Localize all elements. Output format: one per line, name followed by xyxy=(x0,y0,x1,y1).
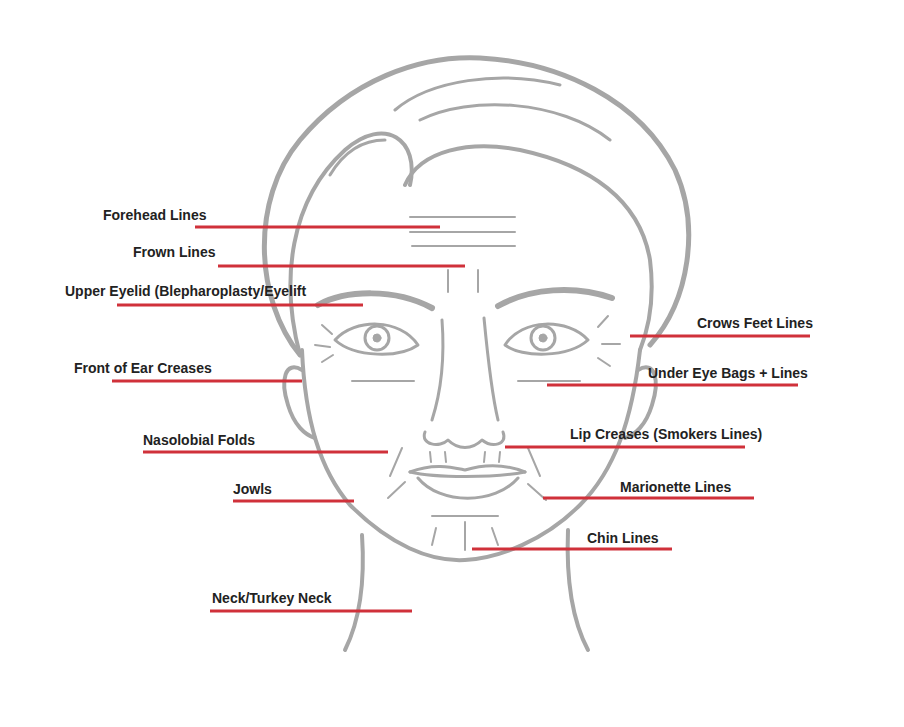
leader-line xyxy=(505,446,745,449)
leader-line xyxy=(472,548,672,551)
eye xyxy=(505,324,588,354)
region-label: Marionette Lines xyxy=(620,478,731,496)
neck-line xyxy=(345,535,363,650)
leader-line xyxy=(547,384,798,387)
nostril xyxy=(424,432,504,448)
hair-strand xyxy=(395,78,560,110)
region-label: Neck/Turkey Neck xyxy=(212,589,332,607)
leader-line xyxy=(630,335,810,338)
region-label: Jowls xyxy=(233,480,272,498)
pupil xyxy=(373,334,381,342)
region-label: Forehead Lines xyxy=(103,206,206,224)
region-label: Under Eye Bags + Lines xyxy=(648,364,808,382)
hair-strand xyxy=(330,140,385,175)
face-outline xyxy=(302,350,640,560)
region-label: Frown Lines xyxy=(133,243,215,261)
region-label: Front of Ear Creases xyxy=(74,359,212,377)
region-label: Nasolobial Folds xyxy=(143,431,255,449)
leader-line xyxy=(195,226,440,229)
iris xyxy=(365,326,389,350)
nose-line xyxy=(484,318,498,420)
leader-line xyxy=(218,265,465,268)
region-label: Lip Creases (Smokers Lines) xyxy=(570,425,762,443)
ear xyxy=(284,367,315,438)
leader-line xyxy=(233,500,354,503)
iris xyxy=(531,326,555,350)
eye xyxy=(335,324,418,354)
hair-outline xyxy=(264,58,688,355)
lips xyxy=(418,478,518,498)
leader-line xyxy=(143,451,388,454)
lips xyxy=(410,472,525,477)
pupil xyxy=(539,334,547,342)
region-label: Crows Feet Lines xyxy=(697,314,813,332)
leader-line xyxy=(117,304,363,307)
leader-line xyxy=(543,497,754,500)
nose-line xyxy=(432,320,443,420)
leader-line xyxy=(210,610,412,613)
lips xyxy=(410,466,525,472)
region-label: Chin Lines xyxy=(587,529,659,547)
region-label: Upper Eyelid (Blepharoplasty/Eyelift xyxy=(65,282,306,300)
hair-strand xyxy=(420,105,610,140)
leader-line xyxy=(112,380,302,383)
hair-strand xyxy=(290,134,411,355)
eyebrow xyxy=(498,290,612,306)
